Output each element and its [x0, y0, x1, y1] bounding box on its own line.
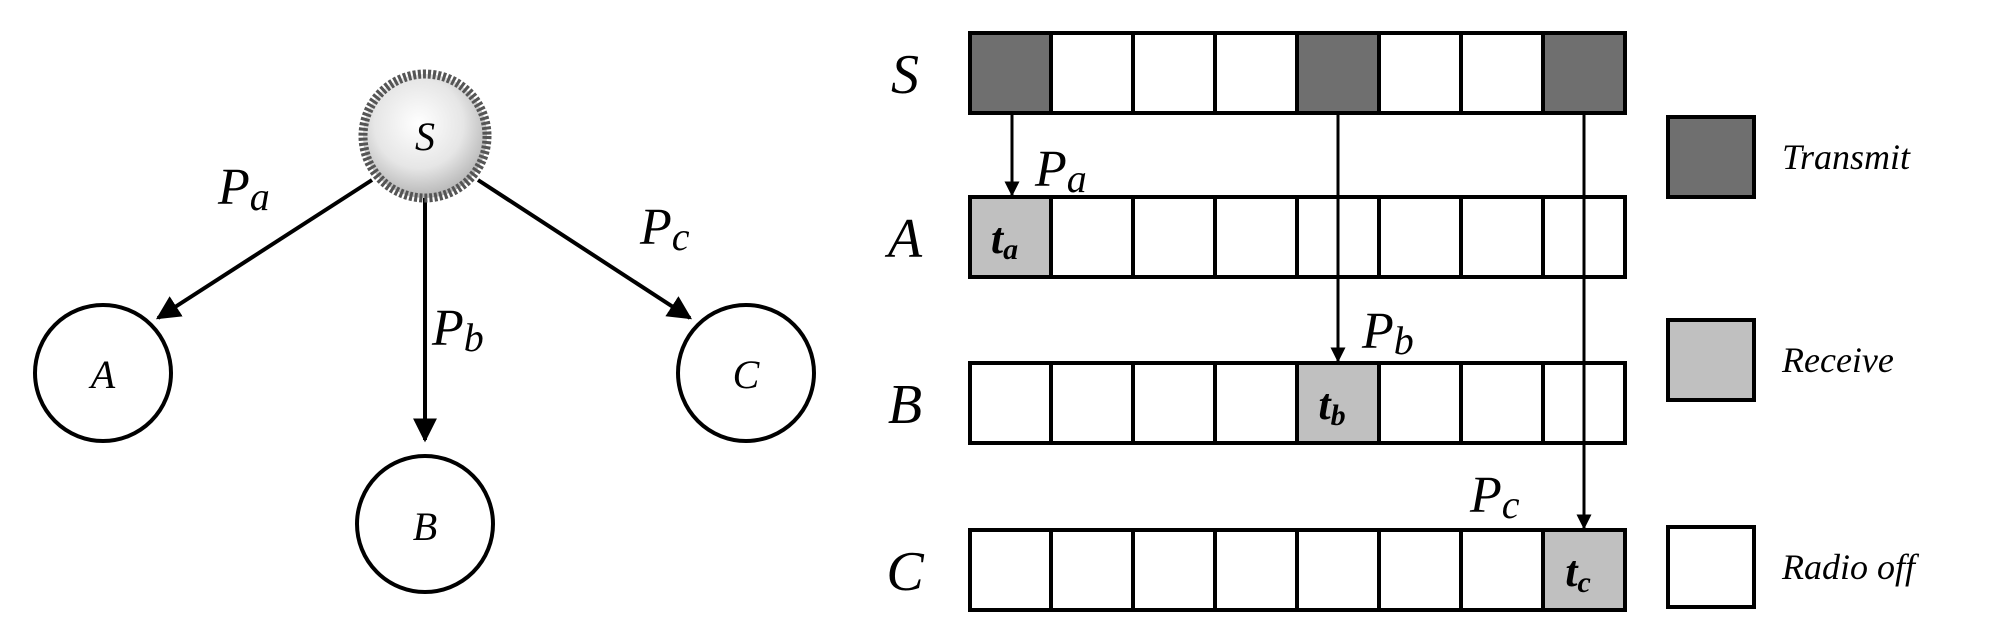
row-label: C — [886, 541, 924, 603]
node-c-label: C — [733, 352, 761, 397]
schedule-arrow-b: Pb — [1330, 113, 1414, 363]
broadcast-graph: S A B C Pa Pb Pc — [33, 69, 816, 594]
slot-cell — [1295, 361, 1381, 445]
row-label: A — [884, 208, 923, 270]
legend-swatch — [1666, 115, 1756, 199]
schedule-arrow-a: Pa — [1004, 113, 1087, 201]
legend-label: Transmit — [1782, 137, 1911, 177]
row-label: S — [891, 44, 919, 106]
edge-s-c — [476, 178, 693, 320]
node-a — [33, 303, 173, 443]
slot-cell — [1377, 528, 1463, 612]
slot-cell — [1295, 528, 1381, 612]
slot-cell — [1295, 31, 1381, 115]
slot-cell — [968, 31, 1053, 115]
slot-cell — [1049, 361, 1135, 445]
edge-s-a — [155, 178, 374, 320]
slot-cell — [1377, 361, 1463, 445]
arrow-label: Pa — [1034, 141, 1087, 201]
schedule-arrow-c: Pc — [1469, 113, 1592, 530]
slot-time-label: tb — [1318, 380, 1345, 432]
slot-cell — [1541, 528, 1627, 612]
slot-time-label: ta — [991, 214, 1018, 266]
edge-label-pc: Pc — [639, 199, 690, 259]
slot-cell — [1213, 195, 1299, 279]
slot-cell — [1131, 528, 1217, 612]
legend-item-receive: Receive — [1666, 318, 1894, 402]
slot-cell — [1131, 361, 1217, 445]
slot-cell — [1459, 361, 1545, 445]
legend-label: Receive — [1781, 340, 1894, 380]
node-a-label: A — [88, 352, 116, 397]
slot-cell — [1459, 195, 1545, 279]
slot-time-label: tc — [1565, 547, 1591, 599]
legend-item-transmit: Transmit — [1666, 115, 1911, 199]
slot-cell — [1131, 195, 1217, 279]
arrow-label: Pc — [1469, 467, 1520, 527]
slot-cell — [1213, 31, 1299, 115]
node-c — [676, 303, 816, 443]
slot-cell — [1131, 31, 1217, 115]
slot-cell — [1377, 31, 1463, 115]
legend-label: Radio off — [1781, 547, 1920, 587]
slot-cell — [1377, 195, 1463, 279]
slot-cell — [1213, 361, 1299, 445]
slot-cell — [968, 528, 1053, 612]
source-node — [358, 69, 492, 203]
edge-label-pa: Pa — [217, 159, 270, 219]
slot-cell — [1459, 31, 1545, 115]
timeline-row-s: S — [891, 31, 1627, 115]
slot-cell — [1049, 195, 1135, 279]
slot-cell — [1213, 528, 1299, 612]
slot-cell — [1459, 528, 1545, 612]
arrow-label: Pb — [1361, 303, 1414, 363]
legend-swatch — [1666, 318, 1756, 402]
slot-cell — [1541, 31, 1627, 115]
node-b — [355, 454, 495, 594]
legend-item-off: Radio off — [1666, 525, 1920, 609]
legend-swatch — [1666, 525, 1756, 609]
row-label: B — [888, 374, 922, 436]
edge-label-pb: Pb — [431, 300, 484, 360]
node-b-label: B — [413, 504, 437, 549]
source-node-label: S — [415, 114, 435, 159]
slot-cell — [1049, 31, 1135, 115]
slot-cell — [1049, 528, 1135, 612]
slot-cell — [968, 361, 1053, 445]
